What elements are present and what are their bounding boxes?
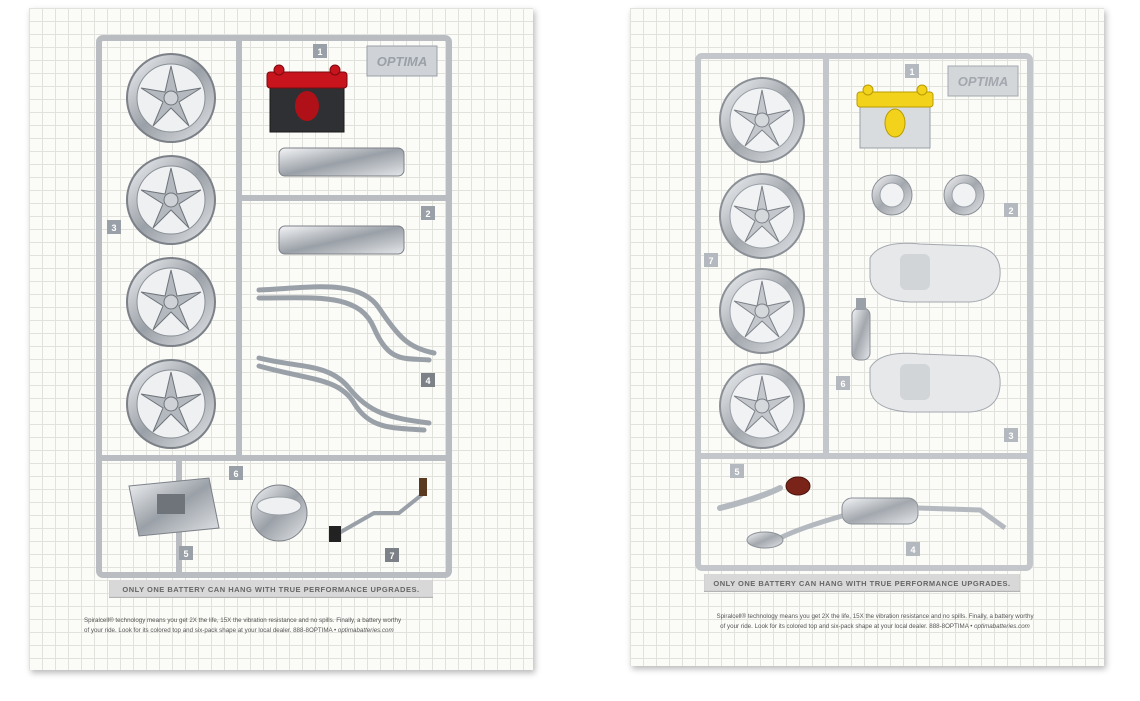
svg-text:1: 1 bbox=[317, 47, 322, 57]
part-number-tabs: 1 2 3 4 5 6 7 bbox=[704, 64, 1018, 556]
gauge-icon bbox=[943, 174, 985, 216]
svg-text:4: 4 bbox=[910, 545, 915, 555]
racing-seat-icon bbox=[869, 242, 1001, 303]
website-url: optimabatteries.com bbox=[974, 622, 1030, 630]
muffler-exhaust-icon bbox=[746, 497, 1007, 549]
svg-text:5: 5 bbox=[183, 549, 188, 559]
battery-icon bbox=[856, 84, 934, 149]
website-url: optimabatteries.com bbox=[337, 626, 394, 634]
optima-ad-red-top: OPTIMA 1 2 3 bbox=[29, 8, 533, 670]
body-copy: Spiralcell® technology means you get 2X … bbox=[84, 616, 504, 635]
battery-icon bbox=[266, 64, 348, 133]
wheel-icon bbox=[719, 173, 805, 259]
chrome-wheels bbox=[126, 53, 216, 449]
body-line-2: of your ride. Look for its colored top a… bbox=[720, 622, 975, 630]
svg-text:3: 3 bbox=[111, 223, 116, 233]
svg-text:5: 5 bbox=[734, 467, 739, 477]
wheel-icon bbox=[719, 77, 805, 163]
chrome-wheels bbox=[719, 77, 805, 449]
wheel-icon bbox=[126, 155, 216, 245]
svg-text:6: 6 bbox=[233, 469, 238, 479]
svg-text:6: 6 bbox=[840, 379, 845, 389]
sprue-frame bbox=[695, 53, 1033, 571]
cold-air-intake-icon bbox=[717, 476, 811, 511]
tagline-bar: ONLY ONE BATTERY CAN HANG WITH TRUE PERF… bbox=[704, 574, 1020, 592]
body-line-2: of your ride. Look for its colored top a… bbox=[84, 626, 338, 634]
svg-text:4: 4 bbox=[425, 376, 430, 386]
valve-cover-icon bbox=[278, 225, 405, 255]
body-copy: Spiralcell® technology means you get 2X … bbox=[675, 612, 1075, 631]
racing-seat-icon bbox=[869, 352, 1001, 413]
model-kit-sprue-right: OPTIMA 1 2 bbox=[695, 53, 1033, 571]
shifter-icon bbox=[329, 478, 427, 542]
svg-text:2: 2 bbox=[1008, 206, 1013, 216]
svg-text:OPTIMA: OPTIMA bbox=[377, 54, 428, 69]
svg-text:1: 1 bbox=[909, 67, 914, 77]
intake-manifold-icon bbox=[128, 477, 220, 537]
gauge-icon bbox=[871, 174, 913, 216]
wheel-icon bbox=[719, 268, 805, 354]
tagline-bar: ONLY ONE BATTERY CAN HANG WITH TRUE PERF… bbox=[109, 580, 433, 598]
svg-text:3: 3 bbox=[1008, 431, 1013, 441]
body-line-1: Spiralcell® technology means you get 2X … bbox=[716, 613, 1034, 620]
optima-logo-plate: OPTIMA bbox=[947, 65, 1019, 97]
svg-text:2: 2 bbox=[425, 209, 430, 219]
body-line-1: Spiralcell® technology means you get 2X … bbox=[84, 617, 402, 624]
exhaust-header-icon bbox=[256, 284, 437, 433]
wheel-icon bbox=[126, 257, 216, 347]
svg-text:OPTIMA: OPTIMA bbox=[958, 74, 1009, 89]
model-kit-sprue-left: OPTIMA 1 2 3 bbox=[96, 35, 452, 578]
optima-logo-plate: OPTIMA bbox=[366, 45, 438, 77]
valve-cover-icon bbox=[278, 147, 405, 177]
svg-text:7: 7 bbox=[389, 551, 394, 561]
wheel-icon bbox=[126, 359, 216, 449]
part-number-tabs: 1 2 3 4 5 6 7 bbox=[107, 44, 435, 562]
air-cleaner-icon bbox=[250, 484, 308, 542]
optima-ad-yellow-top: OPTIMA 1 2 bbox=[630, 8, 1104, 666]
wheel-icon bbox=[719, 363, 805, 449]
wheel-icon bbox=[126, 53, 216, 143]
nitrous-bottle-icon bbox=[851, 298, 871, 361]
svg-text:7: 7 bbox=[708, 256, 713, 266]
